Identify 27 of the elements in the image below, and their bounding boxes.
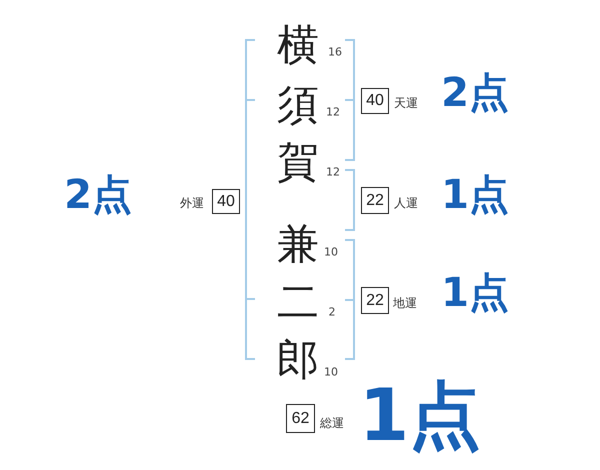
stroke-count: 12 [326,106,340,118]
number-box: 40 [212,189,240,214]
number-box: 22 [361,287,389,314]
score-text: 2点 [64,175,132,215]
number-box: 22 [361,187,389,214]
name-character: 二 [277,281,319,323]
number-box: 62 [286,404,315,433]
name-character: 兼 [277,223,319,265]
fortune-label: 総運 [320,417,344,429]
name-character: 賀 [277,141,319,183]
stroke-count: 10 [324,246,338,258]
fortune-label: 地運 [393,297,417,309]
score-text: 1点 [441,175,509,215]
fortune-label: 天運 [394,97,418,109]
number-box: 40 [361,88,389,114]
score-text: 1点 [441,273,509,313]
name-character: 郎 [277,339,319,381]
stroke-count: 10 [324,366,338,378]
fortune-label: 人運 [394,197,418,209]
score-text: 2点 [441,73,509,113]
stroke-count: 12 [326,166,340,178]
score-text: 1点 [358,379,482,451]
stroke-count: 16 [328,46,342,58]
stroke-count: 2 [328,306,336,318]
name-character: 横 [277,24,319,66]
name-character: 須 [277,84,319,126]
fortune-label: 外運 [180,197,204,209]
